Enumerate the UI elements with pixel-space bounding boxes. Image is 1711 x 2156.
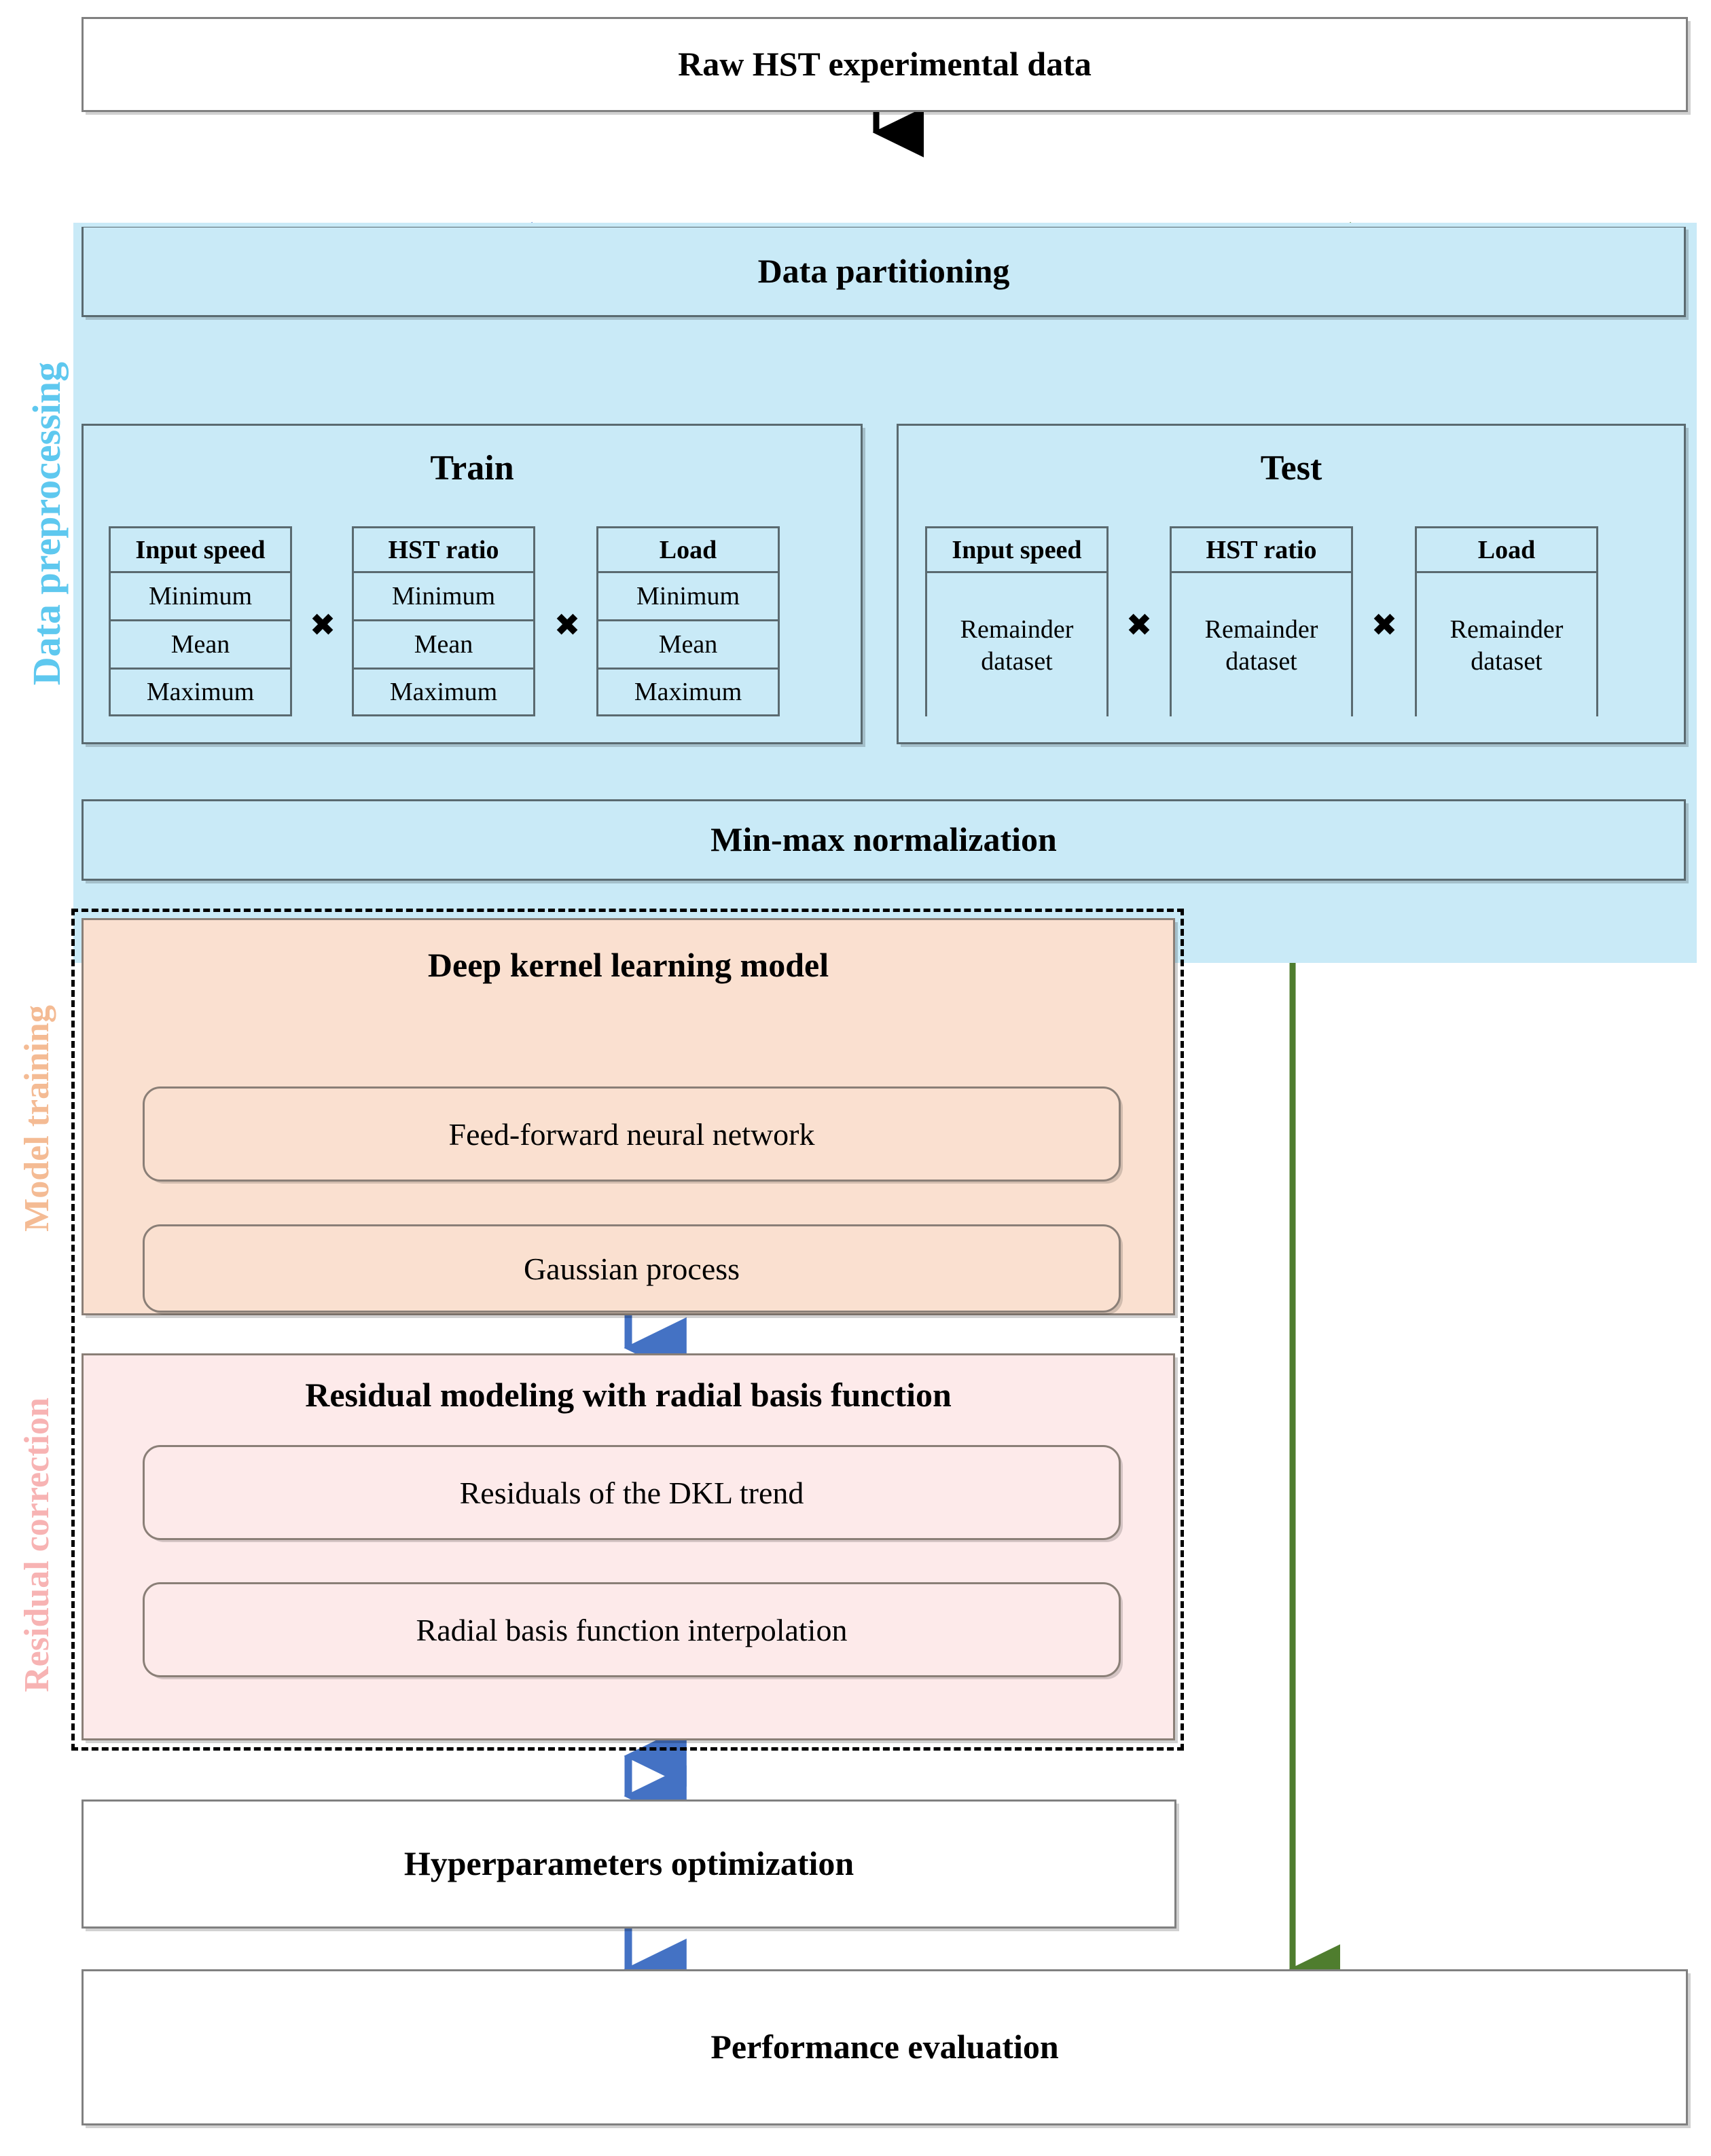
column-row: Mean — [598, 621, 778, 670]
panel-title-text: Deep kernel learning model — [427, 946, 829, 985]
row-text: Remainder dataset — [1204, 615, 1318, 676]
column-header: HST ratio — [354, 528, 533, 573]
step-residuals-of-dkl-trend[interactable]: Residuals of the DKL trend — [143, 1445, 1121, 1540]
row-text: Minimum — [148, 582, 253, 610]
header-text: Input speed — [135, 535, 266, 564]
train-column-input-speed: Input speed Minimum Mean Maximum — [109, 526, 292, 716]
column-row: Minimum — [598, 573, 778, 621]
test-column-hst-ratio: HST ratio Remainder dataset — [1170, 526, 1353, 718]
column-header: Load — [598, 528, 778, 573]
stage-label: Min-max normalization — [710, 820, 1057, 859]
times-glyph: ✖ — [1125, 606, 1153, 643]
test-column-input-speed: Input speed Remainder dataset — [925, 526, 1109, 718]
times-glyph: ✖ — [554, 606, 581, 643]
row-text: Remainder dataset — [960, 615, 1074, 676]
column-row: Mean — [354, 621, 533, 670]
row-text: Maximum — [389, 678, 498, 706]
train-column-load: Load Minimum Mean Maximum — [596, 526, 780, 716]
stage-label: Performance evaluation — [710, 2028, 1059, 2066]
column-row: Minimum — [111, 573, 290, 621]
panel-dkl-title: Deep kernel learning model — [82, 938, 1175, 993]
header-text: HST ratio — [1206, 535, 1317, 564]
header-text: Input speed — [952, 535, 1082, 564]
column-row: Remainder dataset — [927, 573, 1106, 718]
step-label: Residuals of the DKL trend — [459, 1475, 804, 1510]
step-feed-forward-neural-network[interactable]: Feed-forward neural network — [143, 1086, 1121, 1182]
row-text: Maximum — [146, 678, 255, 706]
side-label-text: Model training — [18, 1005, 56, 1232]
group-test-title: Test — [897, 441, 1686, 496]
row-text: Mean — [414, 630, 473, 659]
column-row: Maximum — [598, 670, 778, 714]
train-operator-times-1: ✖ — [299, 604, 346, 645]
stage-performance-evaluation[interactable]: Performance evaluation — [82, 1969, 1688, 2125]
stage-label: Data partitioning — [757, 251, 1010, 290]
panel-blue-top-strip — [73, 224, 1697, 227]
stage-min-max-normalization[interactable]: Min-max normalization — [82, 799, 1686, 881]
column-header: Input speed — [927, 528, 1106, 573]
column-row: Mean — [111, 621, 290, 670]
step-label: Gaussian process — [523, 1251, 740, 1286]
row-text: Remainder dataset — [1449, 615, 1564, 676]
column-row: Maximum — [354, 670, 533, 714]
group-train-title: Train — [82, 441, 863, 496]
step-radial-basis-function-interpolation[interactable]: Radial basis function interpolation — [143, 1582, 1121, 1677]
column-row: Remainder dataset — [1172, 573, 1351, 718]
row-text: Minimum — [636, 582, 740, 610]
column-header: Input speed — [111, 528, 290, 573]
side-label-data-preprocessing: Data preprocessing — [24, 320, 71, 727]
header-text: Load — [1477, 535, 1536, 564]
header-text: HST ratio — [388, 535, 499, 564]
header-text: Load — [659, 535, 717, 564]
step-label: Radial basis function interpolation — [416, 1612, 848, 1647]
stage-raw-hst-experimental-data[interactable]: Raw HST experimental data — [82, 17, 1688, 112]
test-operator-times-2: ✖ — [1361, 604, 1408, 645]
panel-title-text: Residual modeling with radial basis func… — [305, 1376, 952, 1414]
times-glyph: ✖ — [1371, 606, 1398, 643]
row-text: Mean — [658, 630, 718, 659]
times-glyph: ✖ — [309, 606, 336, 643]
stage-label: Hyperparameters optimization — [403, 1844, 854, 1883]
column-row: Maximum — [111, 670, 290, 714]
row-text: Mean — [170, 630, 230, 659]
group-title-text: Train — [430, 449, 514, 488]
stage-label: Raw HST experimental data — [678, 45, 1092, 84]
column-header: HST ratio — [1172, 528, 1351, 573]
side-label-residual-correction: Residual correction — [17, 1341, 65, 1749]
row-text: Minimum — [391, 582, 496, 610]
stage-data-partitioning[interactable]: Data partitioning — [82, 225, 1686, 317]
column-row: Remainder dataset — [1417, 573, 1596, 718]
side-label-text: Data preprocessing — [24, 361, 69, 686]
step-label: Feed-forward neural network — [448, 1116, 815, 1152]
dashed-container-training-and-residual — [71, 909, 1184, 1751]
group-title-text: Test — [1260, 449, 1322, 488]
stage-hyperparameters-optimization[interactable]: Hyperparameters optimization — [82, 1799, 1176, 1929]
row-text: Maximum — [634, 678, 742, 706]
train-operator-times-2: ✖ — [543, 604, 591, 645]
test-operator-times-1: ✖ — [1115, 604, 1163, 645]
panel-residual-title: Residual modeling with radial basis func… — [82, 1368, 1175, 1423]
train-column-hst-ratio: HST ratio Minimum Mean Maximum — [352, 526, 535, 716]
side-label-text: Residual correction — [18, 1397, 56, 1692]
step-gaussian-process[interactable]: Gaussian process — [143, 1224, 1121, 1313]
test-column-load: Load Remainder dataset — [1415, 526, 1598, 718]
side-label-model-training: Model training — [17, 959, 65, 1278]
column-header: Load — [1417, 528, 1596, 573]
column-row: Minimum — [354, 573, 533, 621]
